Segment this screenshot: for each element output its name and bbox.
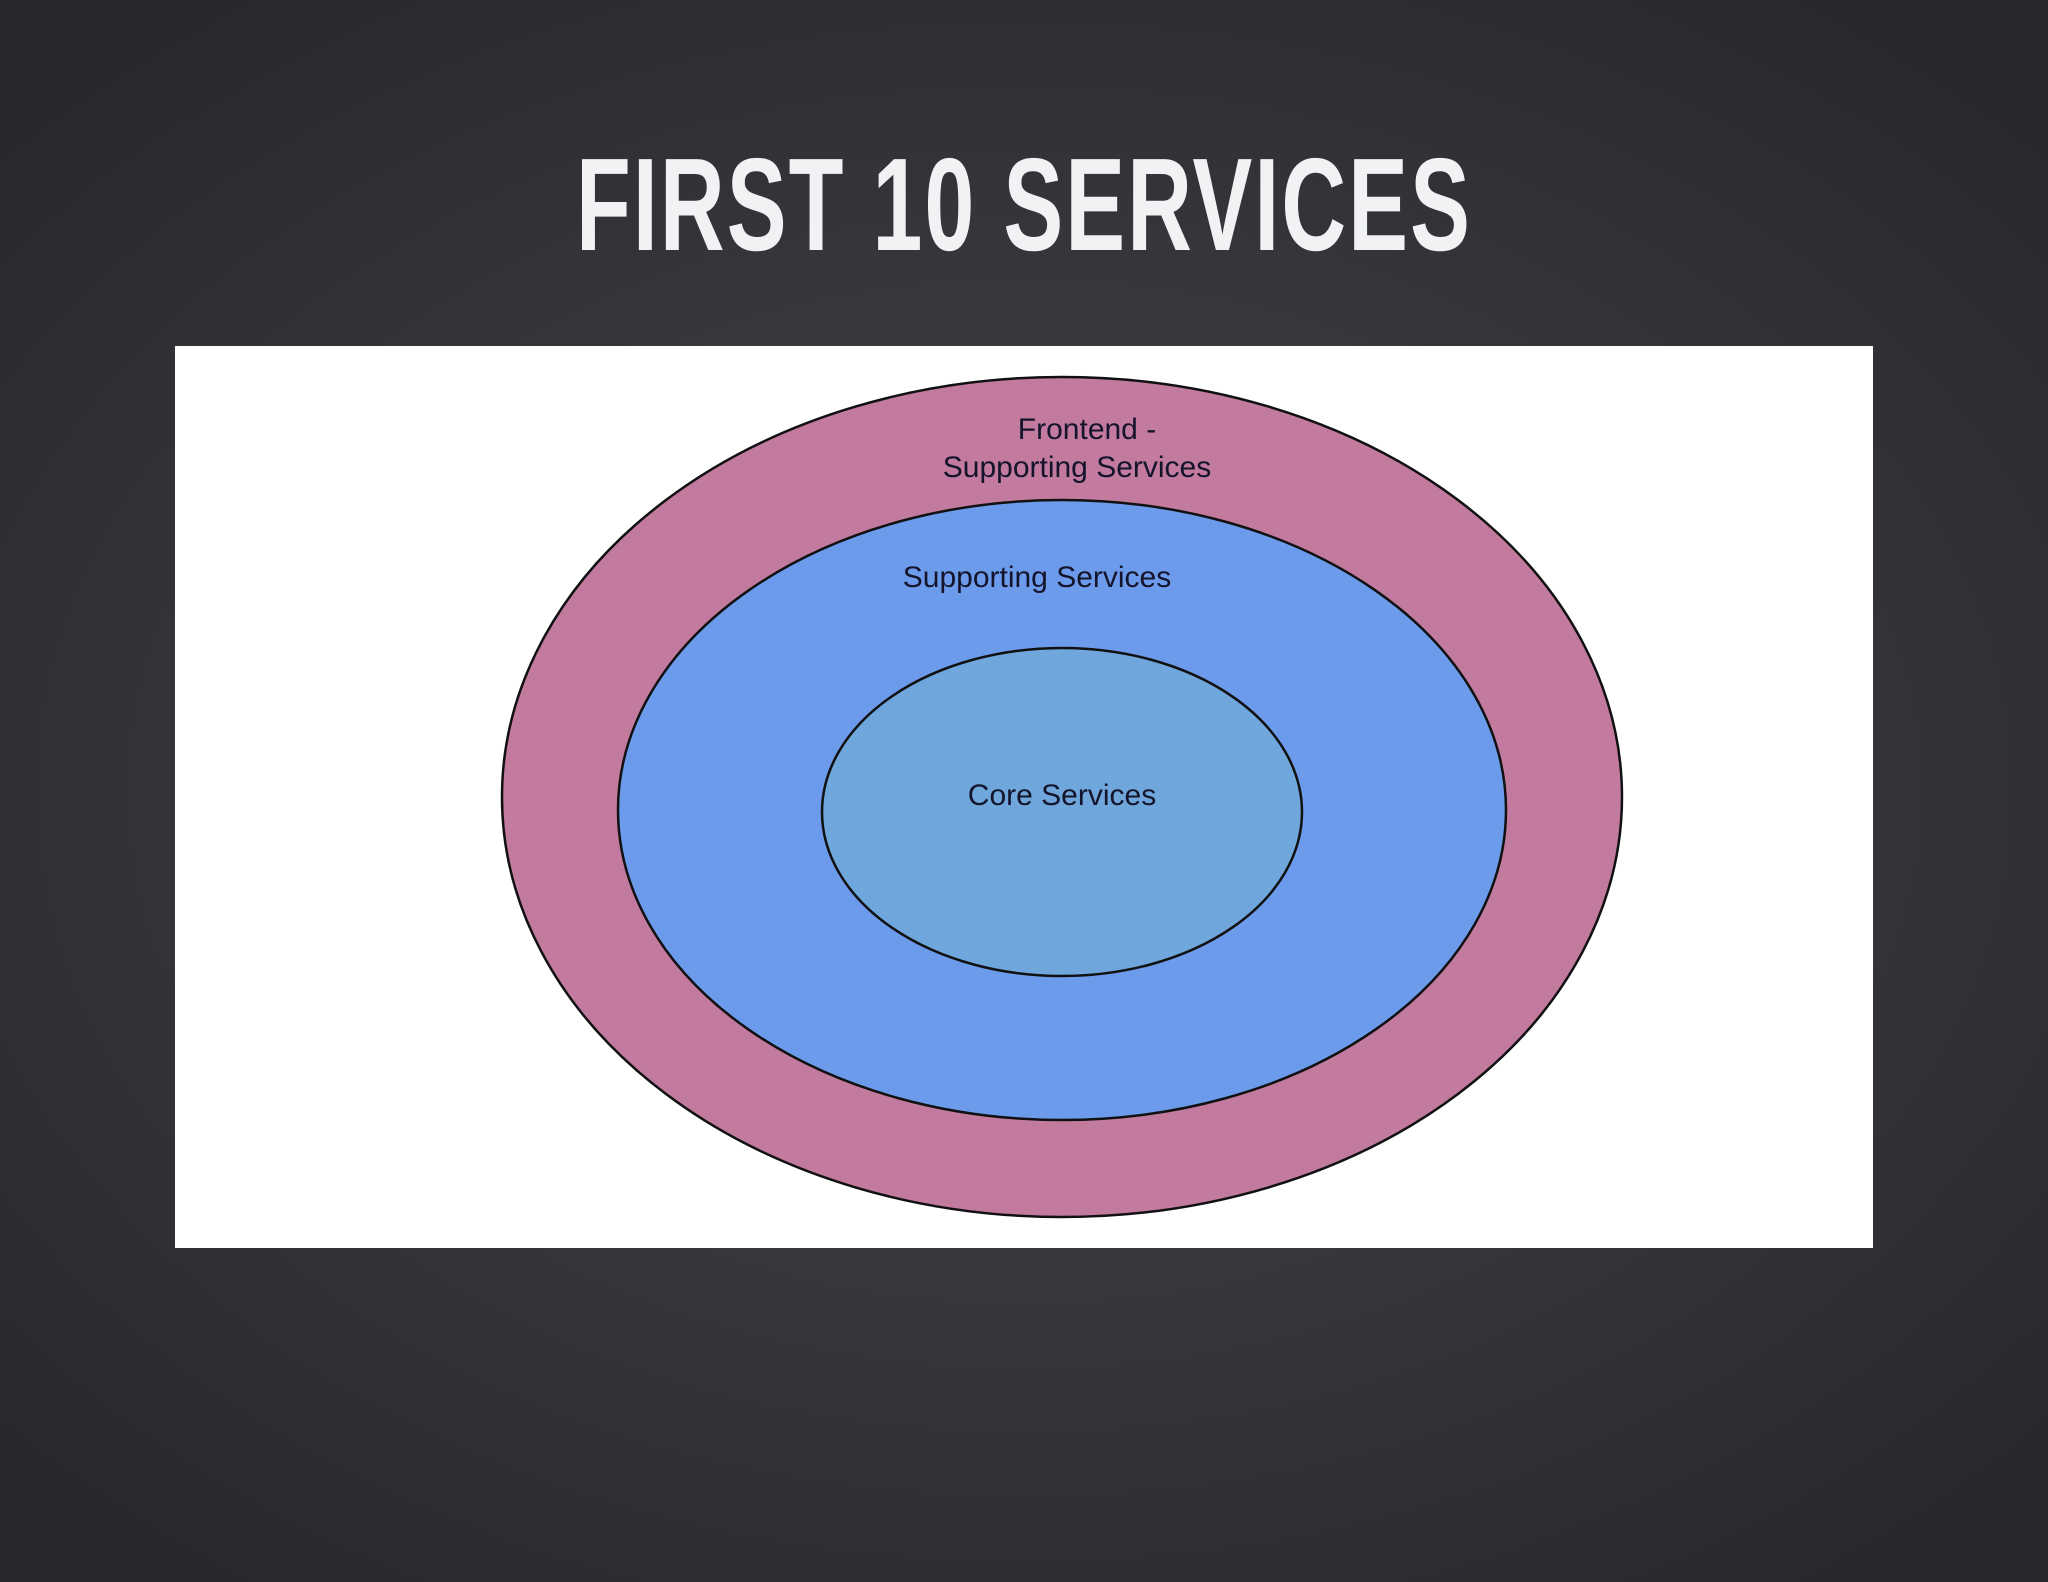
middle-ring-label: Supporting Services [903,561,1171,594]
nested-ellipse-diagram: Frontend - Supporting Services Supportin… [500,375,1624,1219]
inner-ring-core-services [820,646,1304,978]
outer-ring-label-line-2: Supporting Services [943,451,1211,484]
inner-ring-label: Core Services [968,779,1156,812]
outer-ring-label-line-1: Frontend - [1018,413,1156,446]
slide-title: FIRST 10 SERVICES [575,131,1472,278]
diagram-panel: Frontend - Supporting Services Supportin… [175,346,1873,1248]
